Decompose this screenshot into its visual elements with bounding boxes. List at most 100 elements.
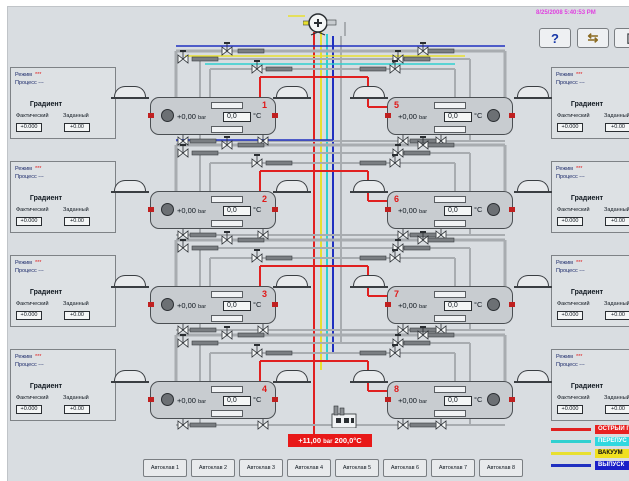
actual-label: Фактический	[557, 395, 590, 401]
valve-icon[interactable]	[389, 154, 401, 168]
autoclave-door[interactable]	[514, 370, 552, 383]
flow-sensor	[189, 232, 217, 238]
level-indicator	[434, 196, 466, 203]
autoclave-door[interactable]	[273, 275, 311, 288]
valve-icon[interactable]	[221, 136, 233, 150]
autoclave-door[interactable]	[350, 180, 388, 193]
autoclave-door[interactable]	[111, 275, 149, 288]
valve-icon[interactable]	[417, 231, 429, 245]
target-gradient-field[interactable]: +0.00	[64, 217, 90, 226]
actual-gradient-field: +0.000	[557, 123, 583, 132]
valve-icon[interactable]	[417, 136, 429, 150]
autoclave-door[interactable]	[111, 86, 149, 99]
valve-icon[interactable]	[177, 239, 189, 253]
autoclave-button-5[interactable]: Автоклав 5	[335, 459, 379, 477]
pressure-value: +0,00	[177, 112, 196, 121]
valve-icon[interactable]	[251, 249, 263, 263]
fan-icon	[487, 203, 500, 216]
autoclave-door[interactable]	[514, 275, 552, 288]
actual-gradient-field: +0.000	[16, 123, 42, 132]
temperature-field: 0,0	[223, 112, 251, 122]
target-gradient-field[interactable]: +0.00	[605, 311, 629, 320]
autoclave-button-1[interactable]: Автоклав 1	[143, 459, 187, 477]
autoclave-door[interactable]	[350, 275, 388, 288]
pressure-readout: +0,00 bar	[398, 206, 427, 215]
autoclave-door[interactable]	[111, 370, 149, 383]
pressure-unit: bar	[198, 399, 207, 405]
target-gradient-field[interactable]: +0.00	[605, 217, 629, 226]
pressure-readout: +0,00 bar	[177, 112, 206, 121]
autoclave-button-7[interactable]: Автоклав 7	[431, 459, 475, 477]
valve-icon[interactable]	[435, 416, 447, 430]
flow-sensor	[427, 332, 455, 338]
target-gradient-field[interactable]: +0.00	[64, 405, 90, 414]
mode-row: Режим***	[15, 354, 41, 360]
valve-icon[interactable]	[389, 60, 401, 74]
pressure-value: +0,00	[177, 396, 196, 405]
temperature-field: 0,0	[223, 206, 251, 216]
target-gradient-field[interactable]: +0.00	[605, 123, 629, 132]
autoclave-door[interactable]	[350, 86, 388, 99]
autoclave-door[interactable]	[350, 370, 388, 383]
valve-icon[interactable]	[177, 50, 189, 64]
trash-button[interactable]: ▯	[614, 28, 629, 48]
gradient-title: Градиент	[570, 101, 604, 108]
autoclave-door[interactable]	[273, 180, 311, 193]
autoclave-door[interactable]	[514, 86, 552, 99]
autoclave-button-4[interactable]: Автоклав 4	[287, 459, 331, 477]
mode-label: Режим	[556, 354, 573, 360]
valve-icon[interactable]	[221, 42, 233, 56]
fan-icon	[487, 109, 500, 122]
flow-sensor	[265, 350, 293, 356]
valve-icon[interactable]	[221, 231, 233, 245]
legend-label: ВАКУУМ	[595, 449, 629, 458]
process-value: ---	[38, 80, 44, 86]
autoclave-button-3[interactable]: Автоклав 3	[239, 459, 283, 477]
valve-icon[interactable]	[177, 334, 189, 348]
temperature-field: 0,0	[444, 396, 472, 406]
boiler-house-icon	[328, 404, 358, 429]
valve-icon[interactable]	[417, 42, 429, 56]
return-button[interactable]: ⇆	[577, 28, 609, 48]
valve-icon[interactable]	[177, 144, 189, 158]
autoclave-door[interactable]	[273, 370, 311, 383]
valve-icon[interactable]	[251, 154, 263, 168]
process-label: Процесс	[15, 362, 37, 368]
autoclave-door[interactable]	[273, 86, 311, 99]
autoclave-door[interactable]	[111, 180, 149, 193]
level-indicator	[434, 291, 466, 298]
valve-icon[interactable]	[251, 60, 263, 74]
outlet-connector	[272, 113, 278, 118]
pump-icon[interactable]	[302, 9, 337, 39]
target-label: Заданный	[604, 395, 629, 401]
flow-sensor	[191, 56, 219, 62]
target-gradient-field[interactable]: +0.00	[64, 123, 90, 132]
valve-icon[interactable]	[389, 249, 401, 263]
autoclave-button-6[interactable]: Автоклав 6	[383, 459, 427, 477]
target-gradient-field[interactable]: +0.00	[605, 405, 629, 414]
outlet-connector	[509, 113, 515, 118]
valve-icon[interactable]	[389, 344, 401, 358]
valve-icon[interactable]	[221, 326, 233, 340]
help-button[interactable]: ?	[539, 28, 571, 48]
autoclave-door[interactable]	[514, 180, 552, 193]
autoclave-button-2[interactable]: Автоклав 2	[191, 459, 235, 477]
valve-icon[interactable]	[417, 326, 429, 340]
target-gradient-field[interactable]: +0.00	[64, 311, 90, 320]
actual-gradient-field: +0.000	[557, 311, 583, 320]
valve-icon[interactable]	[251, 344, 263, 358]
autoclave-button-8[interactable]: Автоклав 8	[479, 459, 523, 477]
flow-sensor	[403, 56, 431, 62]
process-label: Процесс	[556, 362, 578, 368]
